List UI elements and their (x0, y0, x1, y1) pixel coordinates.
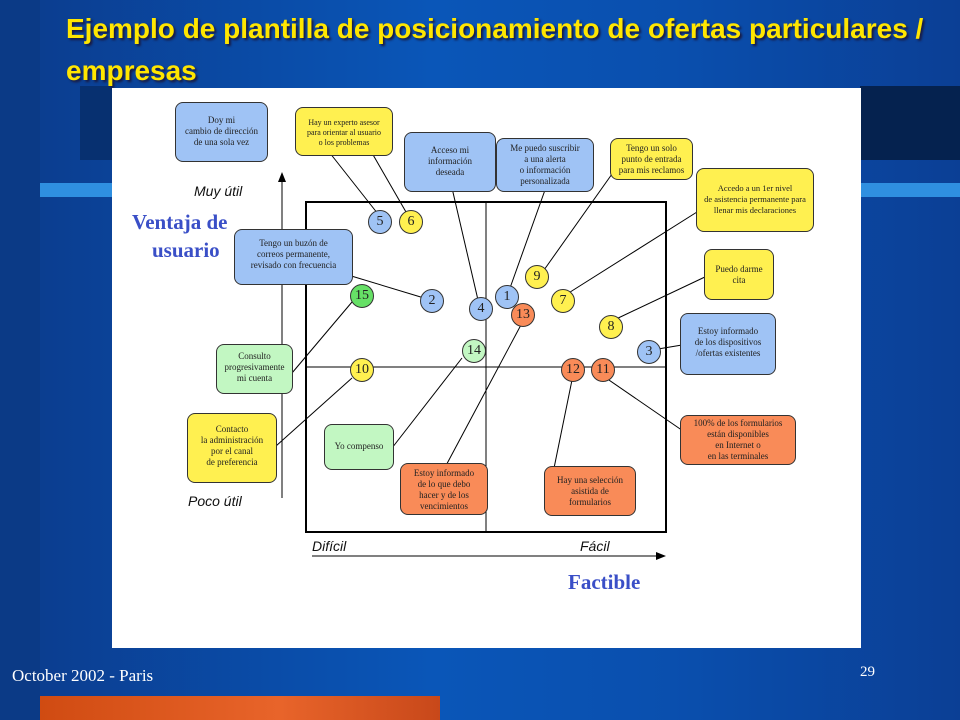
connector-8 (613, 275, 708, 321)
decor-bottom-bar (40, 696, 440, 720)
connector-7 (566, 211, 698, 295)
y-axis-top-label: Muy útil (194, 183, 243, 199)
connector-6 (371, 152, 407, 213)
x-axis-right-label: Fácil (580, 538, 610, 554)
node-12: 12 (561, 358, 585, 382)
connector-12 (551, 379, 573, 479)
node-10: 10 (350, 358, 374, 382)
slide-title: Ejemplo de plantilla de posicionamiento … (66, 13, 924, 86)
node-6: 6 (399, 210, 423, 234)
node-2: 2 (420, 289, 444, 313)
node-7: 7 (551, 289, 575, 313)
node-8: 8 (599, 315, 623, 339)
x-axis-title: Factible (568, 570, 641, 594)
node-5: 5 (368, 210, 392, 234)
node-9: 9 (525, 265, 549, 289)
node-15: 15 (350, 284, 374, 308)
connector-1 (509, 189, 546, 289)
decor-stripe-right (860, 183, 960, 197)
connector-4 (451, 187, 479, 301)
node-11: 11 (591, 358, 615, 382)
y-axis-bottom-label: Poco útil (188, 493, 242, 509)
connector-15 (291, 301, 353, 374)
decor-block-left (80, 86, 112, 160)
connector-13 (441, 322, 523, 474)
x-axis-left-label: Difícil (312, 538, 347, 554)
page-number: 29 (860, 664, 875, 680)
connector-11 (605, 377, 687, 434)
node-13: 13 (511, 303, 535, 327)
y-arrow-head (278, 172, 286, 182)
node-4: 4 (469, 297, 493, 321)
connector-14 (391, 357, 463, 449)
quadrant-diagram-svg (275, 142, 708, 560)
connector-10 (275, 377, 353, 447)
box-14: Yo compenso (324, 424, 394, 470)
decor-stripe-left (40, 183, 112, 197)
decor-block-right (860, 86, 960, 160)
y-axis-title-line1: Ventaja de (132, 210, 228, 234)
node-14: 14 (462, 339, 486, 363)
x-arrow-head (656, 552, 666, 560)
connector-2 (347, 274, 425, 299)
footer-date-location: October 2002 - Paris (12, 666, 154, 685)
diagram-panel: Muy útil Poco útil Difícil Fácil Ventaja… (112, 88, 861, 648)
left-decor-bar (0, 0, 40, 720)
y-axis-title-line2: usuario (152, 238, 220, 262)
connector-9 (543, 173, 613, 271)
node-3: 3 (637, 340, 661, 364)
